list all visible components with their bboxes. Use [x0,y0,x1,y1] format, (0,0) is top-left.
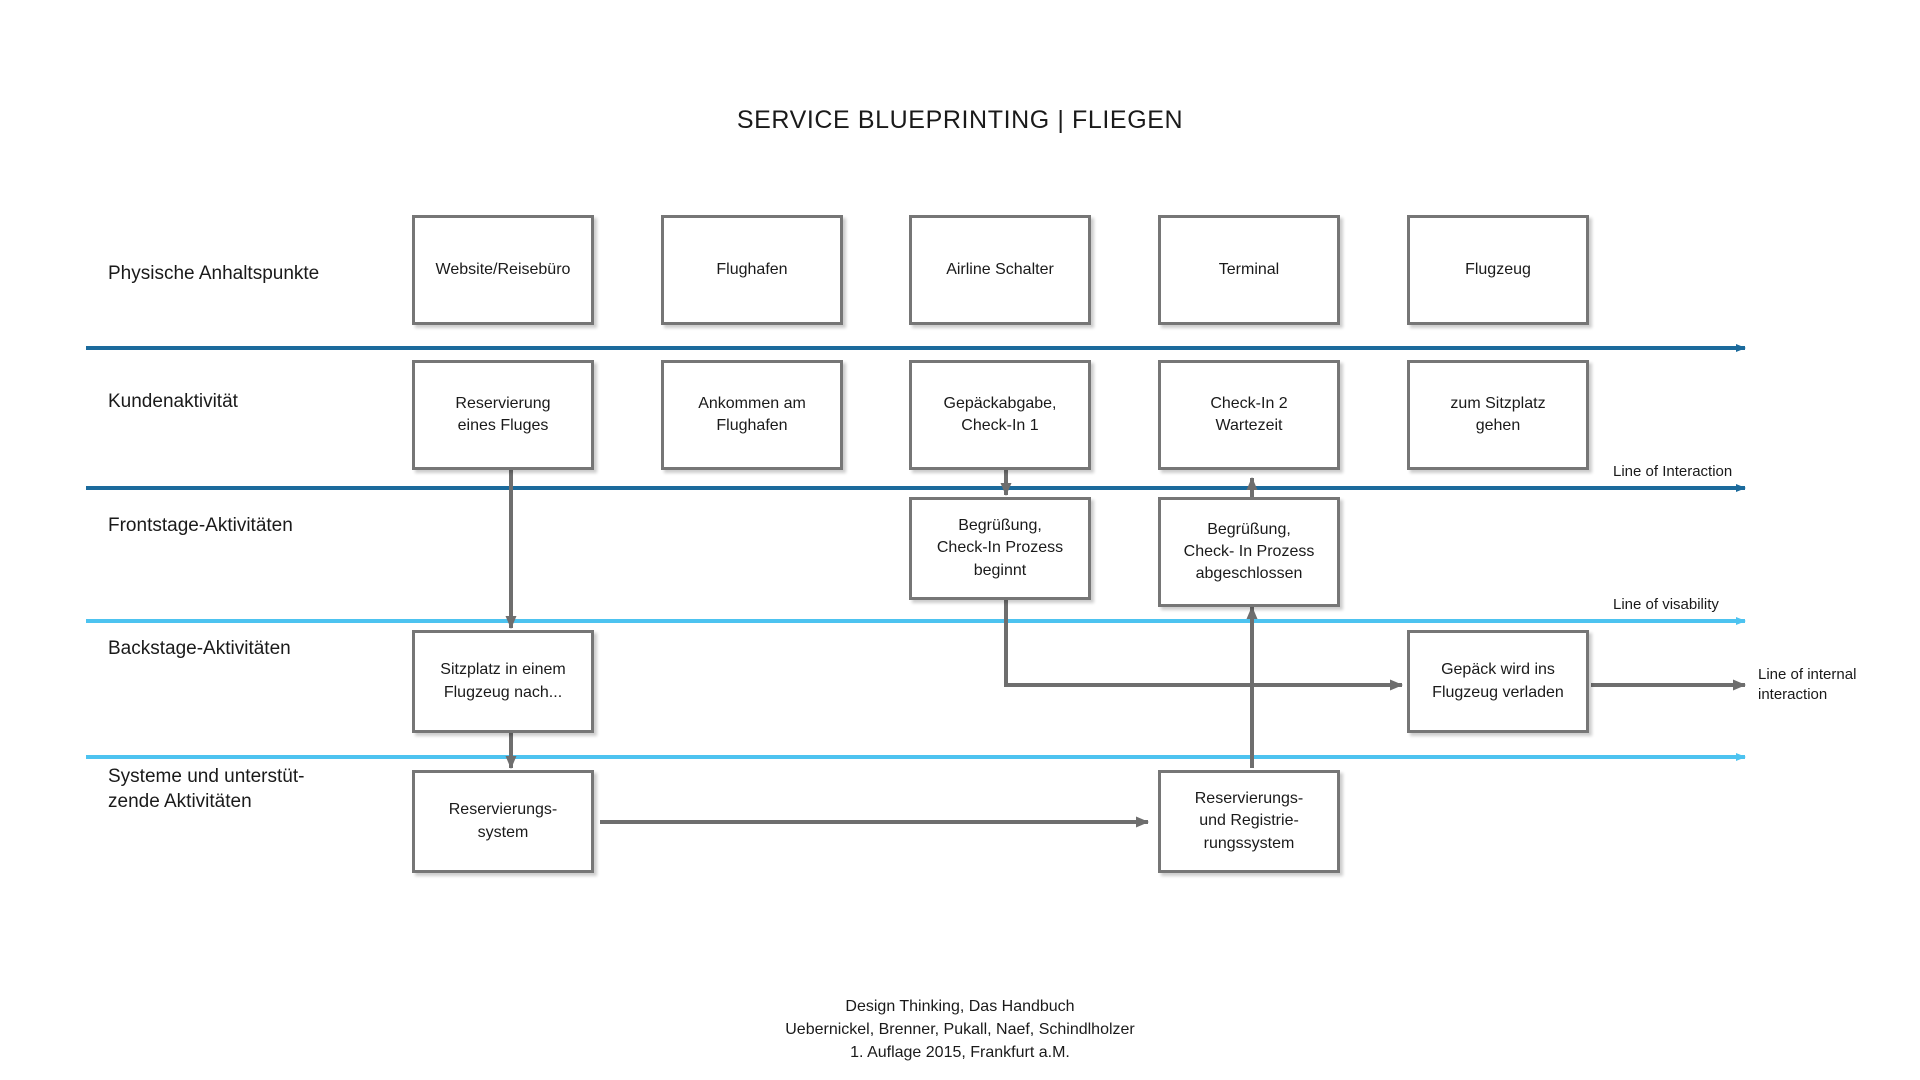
node-begruessung-checkin-beginnt[interactable]: Begrüßung, Check-In Prozess beginnt [909,497,1091,600]
row-label-backstage: Backstage-Aktivitäten [108,638,291,659]
node-website-reisebuero[interactable]: Website/Reisebüro [412,215,594,325]
node-gepaeck-wird-verladen[interactable]: Gepäck wird ins Flugzeug verladen [1407,630,1589,733]
node-reservierungs-und-registrierungssystem[interactable]: Reservierungs- und Registrie- rungssyste… [1158,770,1340,873]
node-airline-schalter[interactable]: Airline Schalter [909,215,1091,325]
page-title: SERVICE BLUEPRINTING | FLIEGEN [736,106,1184,134]
row-label-support-systems: Systeme und unterstüt- zende Aktivitäten [108,766,305,812]
node-ankommen-am-flughafen[interactable]: Ankommen am Flughafen [661,360,843,470]
connector-begruessung-beginnt-to-gepaeck-verladen [1004,600,1403,691]
node-flughafen[interactable]: Flughafen [661,215,843,325]
label-line-of-visibility: Line of visability [1613,596,1719,613]
node-checkin-2-wartezeit[interactable]: Check-In 2 Wartezeit [1158,360,1340,470]
node-flugzeug[interactable]: Flugzeug [1407,215,1589,325]
node-sitzplatz-in-einem-flugzeug[interactable]: Sitzplatz in einem Flugzeug nach... [412,630,594,733]
node-begruessung-checkin-abgeschlossen[interactable]: Begrüßung, Check- In Prozess abgeschloss… [1158,497,1340,607]
label-line-of-interaction: Line of Interaction [1613,463,1733,480]
node-terminal[interactable]: Terminal [1158,215,1340,325]
source-citation: Design Thinking, Das Handbuch Uebernicke… [785,998,1135,1062]
row-label-customer-activity: Kundenaktivität [108,391,238,412]
row-label-physical-evidence: Physische Anhaltspunkte [108,263,320,284]
node-gepaeckabgabe-checkin-1[interactable]: Gepäckabgabe, Check-In 1 [909,360,1091,470]
node-reservierung-eines-fluges[interactable]: Reservierung eines Fluges [412,360,594,470]
row-label-frontstage: Frontstage-Aktivitäten [108,515,293,536]
node-reservierungssystem[interactable]: Reservierungs- system [412,770,594,873]
node-zum-sitzplatz-gehen[interactable]: zum Sitzplatz gehen [1407,360,1589,470]
label-line-of-internal-interaction: Line of internal interaction [1758,666,1857,703]
